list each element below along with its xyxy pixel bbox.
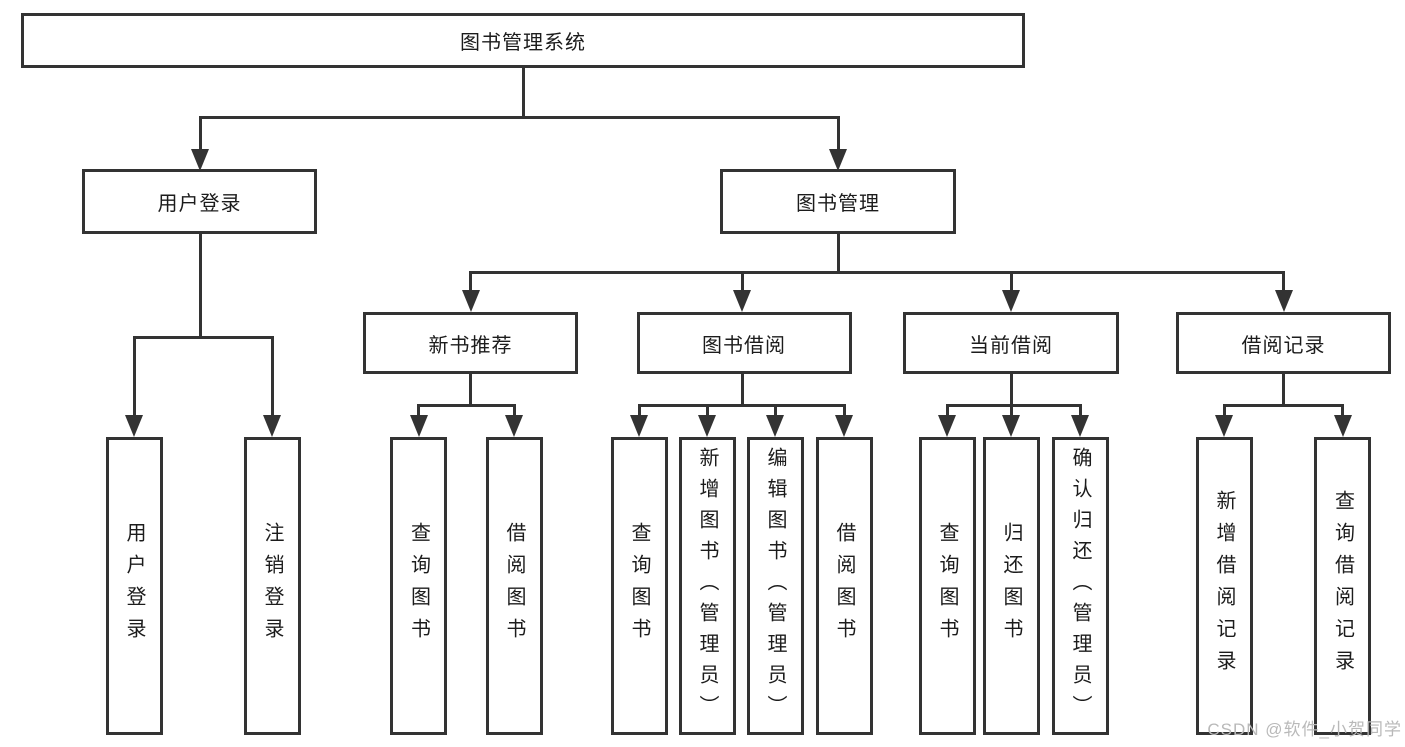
leaf-label: 归还图书: [1000, 522, 1022, 650]
connector-module-bar: [417, 404, 516, 407]
leaf-confirm-return-admin: 确认归还（管理员）: [1051, 437, 1109, 735]
arrow-down-icon: [1002, 270, 1020, 312]
arrow-down-icon: [263, 335, 281, 437]
leaf-query-borrow-record: 查询借阅记录: [1314, 437, 1371, 735]
node-module-new-book-recommendation: 新书推荐: [363, 312, 578, 374]
leaf-label: 查询借阅记录: [1331, 490, 1354, 682]
node-book-management-label: 图书管理: [796, 193, 880, 215]
node-root: 图书管理系统: [21, 13, 1025, 68]
connector-module-stem: [740, 374, 744, 407]
leaf-user-login: 用户登录: [105, 437, 163, 735]
arrow-down-icon: [630, 404, 648, 437]
arrow-down-icon: [698, 404, 716, 437]
arrow-down-icon: [125, 335, 143, 437]
connector-root-bar: [198, 115, 840, 119]
connector-book-management-bar: [469, 270, 1285, 274]
connector-user-login-bar: [132, 335, 274, 339]
arrow-down-icon: [829, 115, 847, 171]
module-label: 借阅记录: [1241, 334, 1326, 357]
arrow-down-icon: [505, 404, 523, 437]
leaf-label: 新增借阅记录: [1213, 490, 1235, 682]
leaf-add-borrow-record: 新增借阅记录: [1195, 437, 1253, 735]
node-module-current-borrowing: 当前借阅: [903, 312, 1119, 374]
leaf-label: 借阅图书: [503, 522, 525, 650]
leaf-label: 用户登录: [123, 522, 145, 650]
module-label: 当前借阅: [969, 334, 1053, 357]
watermark: CSDN @软件_小贺同学: [1207, 720, 1402, 739]
node-user-login: 用户登录: [82, 169, 317, 234]
leaf-label: 编辑图书（管理员）: [764, 446, 786, 726]
node-module-borrowing-records: 借阅记录: [1176, 312, 1391, 374]
arrow-down-icon: [1274, 270, 1293, 312]
arrow-down-icon: [835, 404, 853, 437]
arrow-down-icon: [1333, 404, 1352, 437]
connector-book-management-stem: [836, 234, 840, 273]
connector-module-bar: [945, 404, 1082, 407]
leaf-borrow-books: 借阅图书: [485, 437, 543, 735]
leaf-label: 新增图书（管理员）: [696, 446, 718, 726]
leaf-label: 查询图书: [407, 522, 430, 650]
connector-module-bar: [1222, 404, 1344, 407]
arrow-down-icon: [733, 270, 751, 312]
arrow-down-icon: [409, 404, 428, 437]
node-book-management: 图书管理: [720, 169, 956, 234]
leaf-query-books: 查询图书: [918, 437, 976, 735]
module-label: 图书借阅: [702, 334, 786, 357]
leaf-query-books: 查询图书: [390, 437, 447, 735]
module-label: 新书推荐: [428, 334, 513, 357]
arrow-down-icon: [461, 270, 480, 312]
leaf-borrow-books: 借阅图书: [815, 437, 873, 735]
leaf-logout: 注销登录: [243, 437, 301, 735]
connector-module-stem: [469, 374, 472, 407]
node-module-book-borrowing: 图书借阅: [636, 312, 852, 374]
leaf-label: 查询图书: [936, 522, 958, 650]
leaf-label: 确认归还（管理员）: [1069, 446, 1091, 726]
connector-module-stem: [1282, 374, 1285, 407]
leaf-label: 注销登录: [261, 522, 283, 650]
leaf-label: 借阅图书: [833, 522, 855, 650]
arrow-down-icon: [1071, 404, 1089, 437]
leaf-query-books: 查询图书: [610, 437, 668, 735]
connector-root-stem: [521, 68, 525, 118]
leaf-edit-book-admin: 编辑图书（管理员）: [746, 437, 804, 735]
arrow-down-icon: [1002, 404, 1020, 437]
leaf-add-book-admin: 新增图书（管理员）: [678, 437, 736, 735]
arrow-down-icon: [1215, 404, 1233, 437]
arrow-down-icon: [191, 115, 209, 171]
node-user-login-label: 用户登录: [157, 193, 242, 215]
node-root-label: 图书管理系统: [460, 32, 586, 54]
leaf-return-books: 归还图书: [982, 437, 1040, 735]
leaf-label: 查询图书: [628, 522, 650, 650]
arrow-down-icon: [766, 404, 784, 437]
connector-user-login-stem: [198, 234, 202, 337]
connector-module-stem: [1009, 374, 1013, 407]
connector-module-bar: [637, 404, 846, 407]
arrow-down-icon: [938, 404, 956, 437]
